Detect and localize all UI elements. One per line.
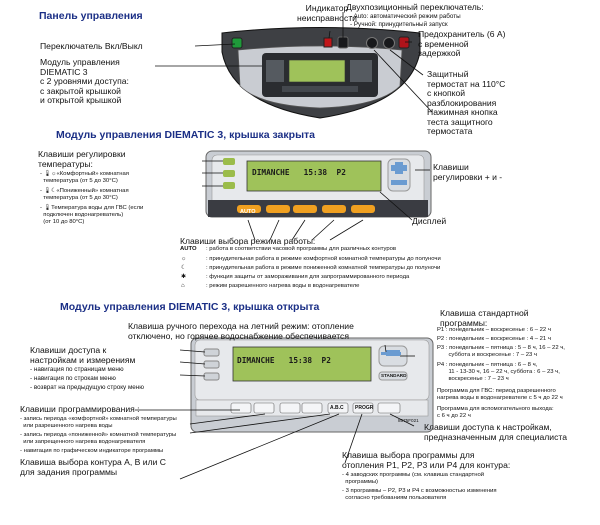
std-aux: Программа для вспомогательного выхода: с… (437, 406, 554, 419)
moon-icon: ☾ (181, 265, 187, 271)
mode-frost: : функция защиты от замораживания для за… (206, 274, 410, 280)
fuse-label: Предохранитель (6 А) с временной задержк… (418, 29, 506, 59)
abc-key-label: A.B.C (330, 405, 344, 411)
frost-icon: ✱ (181, 274, 186, 280)
std-dhw: Программа для ГВС: период разрешенного н… (437, 388, 563, 401)
temp-key-reduced: - 🌡☾«Пониженный» комнатная температура (… (40, 188, 129, 201)
temp-keys-title: Клавиши регулировки температуры: (38, 149, 126, 169)
switch2-auto: - Auto: автоматический режим работы (350, 13, 461, 20)
mode-sun: : принудительная работа в режиме комфорт… (206, 256, 441, 262)
mode-auto-key: AUTO (180, 246, 197, 252)
prog-select-factory: - 4 заводских программы (см. клавиша ста… (342, 472, 485, 485)
reg-keys-label: Клавиши регулировки + и - (433, 162, 503, 182)
mode-keys-title: Клавиши выбора режима работы: (180, 236, 316, 246)
access-keys-title: Клавиши доступа к настройкам и измерения… (30, 345, 136, 365)
progr-key-label: PROGR (355, 405, 374, 411)
access-nav-pages: - навигация по страницам меню (30, 366, 124, 373)
module-code: 8575F021 (398, 418, 419, 423)
prog-select-title: Клавиша выбора программы для отопления P… (342, 450, 511, 470)
switch2-manual: - Ручной: принудительный запуск (350, 21, 448, 28)
std-p4: P4 : понедельник – пятница : 6 – 8 ч, 11… (437, 362, 560, 382)
indicator-label: Индикатор неисправности (297, 3, 357, 23)
section2-title: Модуль управления DIEMATIC 3, крышка зак… (56, 129, 316, 141)
closed-module-photo (205, 150, 432, 218)
temp-key-dhw: - 🌡Температура воды для ГВС (если подклю… (40, 205, 144, 225)
lcd-display-open: DIMANCHE 15:38 P2 (237, 356, 331, 365)
testbutton-label: Нажимная кнопка теста защитного термоста… (427, 107, 498, 137)
thermostat-label: Защитный термостат на 110°C с кнопкой ра… (427, 69, 506, 108)
prog-keys-title: Клавиши программирования : (20, 404, 140, 414)
mode-auto: : работа в соответствии часовой программ… (206, 246, 397, 252)
temp-key-comfort: - 🌡☼«Комфортный» комнатная температура (… (40, 171, 129, 184)
lcd-display-closed: DIMANCHE 15:38 P2 (252, 168, 346, 177)
std-p1: P1 : понедельник – воскресенье : 6 – 22 … (437, 327, 551, 333)
leader-lines-s3 (135, 344, 415, 480)
std-p2: P2 : понедельник – воскресенье : 4 – 21 … (437, 336, 551, 342)
leader-lines-s2 (202, 160, 430, 241)
prog-comfort: - запись периода «комфортной» комнатной … (20, 416, 177, 429)
dhw-icon: ⌂ (181, 283, 185, 289)
onoff-label: Переключатель Вкл/Выкл (40, 41, 143, 51)
display-label: Дисплей (412, 216, 447, 226)
sun-icon: ☼ (181, 256, 187, 262)
section1-title: Панель управления (39, 10, 143, 22)
prog-nav: - навигация по графическом индикаторе пр… (20, 448, 164, 454)
settings-keys-label: Клавиши доступа к настройкам, предназнач… (424, 422, 567, 442)
access-back: - возврат на предыдущую строку меню (30, 384, 144, 391)
mode-moon: : принудительная работа в режиме понижен… (206, 265, 441, 271)
prog-select-user: - 3 программы – P2, P3 и P4 с возможност… (342, 488, 497, 501)
module-label: Модуль управления DIEMATIC 3 с 2 уровням… (40, 57, 129, 106)
switch2-title: Двухпозиционный переключатель: (346, 2, 484, 12)
mode-auto-button-label: AUTO (240, 209, 256, 215)
mode-dhw: : режим разрешенного нагрева воды в водо… (206, 283, 360, 289)
std-program-title: Клавиша стандартной программы: (440, 308, 529, 328)
summer-label: Клавиша ручного перехода на летний режим… (128, 321, 354, 341)
standard-key-label: STANDARD (381, 373, 407, 378)
prog-reduced: - запись периода «пониженной» комнатной … (20, 432, 177, 445)
open-module-photo (190, 337, 434, 433)
circuit-select-label: Клавиша выбора контура A, B или C для за… (20, 457, 167, 477)
leader-lines-s1 (155, 12, 433, 113)
section3-title: Модуль управления DIEMATIC 3, крышка отк… (60, 301, 320, 313)
control-panel-photo (221, 27, 421, 119)
std-p3: P3 : понедельник – пятница : 5 – 8 ч, 16… (437, 345, 565, 358)
access-nav-lines: - навигация по строкам меню (30, 375, 116, 382)
